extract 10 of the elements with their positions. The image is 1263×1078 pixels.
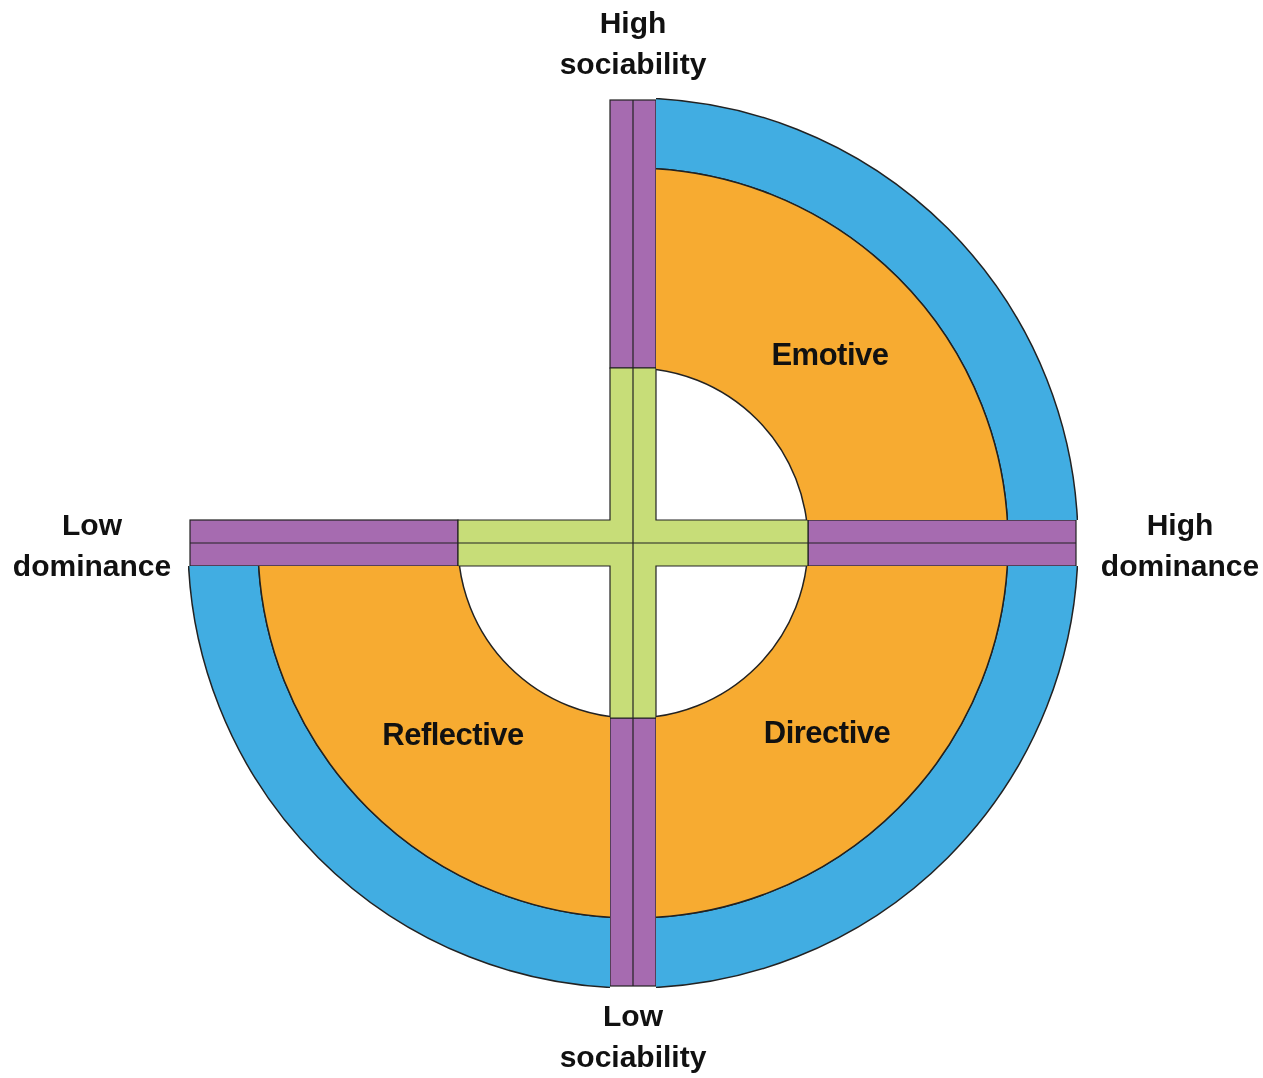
axis-label: Low sociability (558, 998, 708, 1075)
segment-label: Emotive (771, 337, 889, 373)
quadrant-segment (656, 98, 1078, 520)
quadrant-segment (656, 566, 1078, 988)
segment-label: Reflective (382, 717, 524, 753)
axis-label: High dominance (1099, 507, 1261, 584)
axis-label: Low dominance (11, 507, 173, 584)
quadrant-segment (188, 566, 610, 988)
segment-label: Directive (763, 715, 891, 751)
axis-label: High sociability (558, 5, 708, 82)
